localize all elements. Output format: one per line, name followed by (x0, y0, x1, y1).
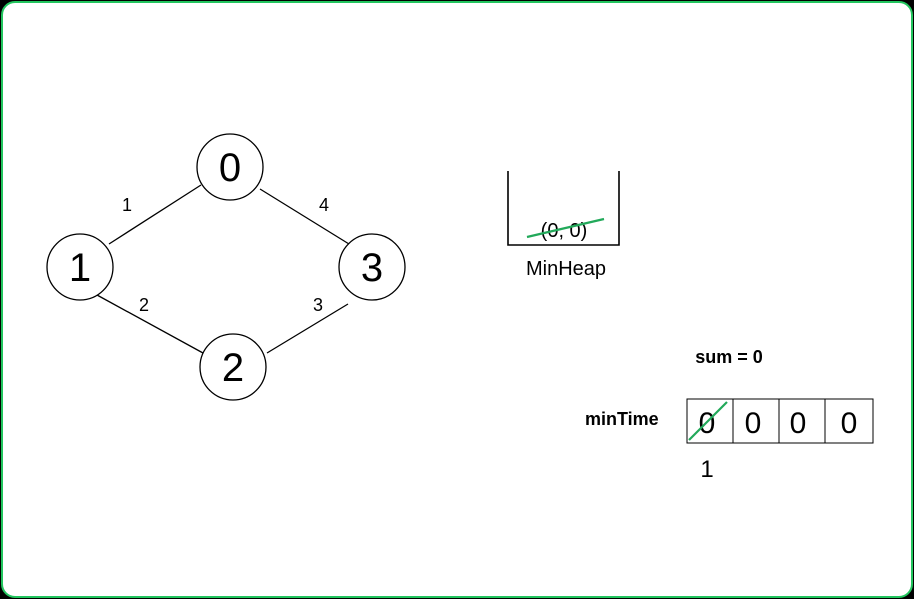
min-time-updated-value: 1 (700, 456, 713, 483)
edge-weight-0-1: 1 (122, 195, 132, 215)
min-time-cell-2 (778, 398, 826, 444)
min-heap-container (507, 171, 620, 246)
node-0-label: 0 (219, 146, 241, 190)
node-3-label: 3 (361, 246, 383, 290)
edge-weight-0-3: 4 (319, 195, 329, 215)
node-0: 0 (196, 133, 264, 201)
edge-2-3 (266, 303, 349, 354)
edge-weight-1-2: 2 (139, 295, 149, 315)
min-time-label: minTime (585, 409, 659, 429)
node-3: 3 (338, 233, 406, 301)
edge-0-1 (108, 184, 202, 245)
node-1-label: 1 (69, 246, 91, 290)
sum-label: sum = 0 (695, 347, 763, 367)
edge-0-3 (259, 188, 350, 245)
min-time-array: 0 0 0 0 (686, 398, 874, 444)
node-2-label: 2 (222, 346, 244, 390)
heap-entry-strike (526, 217, 605, 239)
diagram-svg: 1 4 2 3 0 1 2 3 (0, 0) MinHeap sum = 0 m… (46, 133, 874, 483)
heap-caption: MinHeap (526, 258, 606, 280)
min-time-value-3: 0 (841, 407, 858, 440)
heap-entry: (0, 0) (541, 220, 588, 242)
node-1: 1 (46, 233, 114, 301)
min-time-cell-3 (824, 398, 874, 444)
min-time-cell-0-strike (688, 401, 728, 441)
edge-1-2 (96, 294, 204, 354)
min-time-value-1: 0 (745, 407, 762, 440)
edge-weight-2-3: 3 (313, 295, 323, 315)
node-2: 2 (199, 333, 267, 401)
min-time-value-2: 0 (790, 407, 807, 440)
